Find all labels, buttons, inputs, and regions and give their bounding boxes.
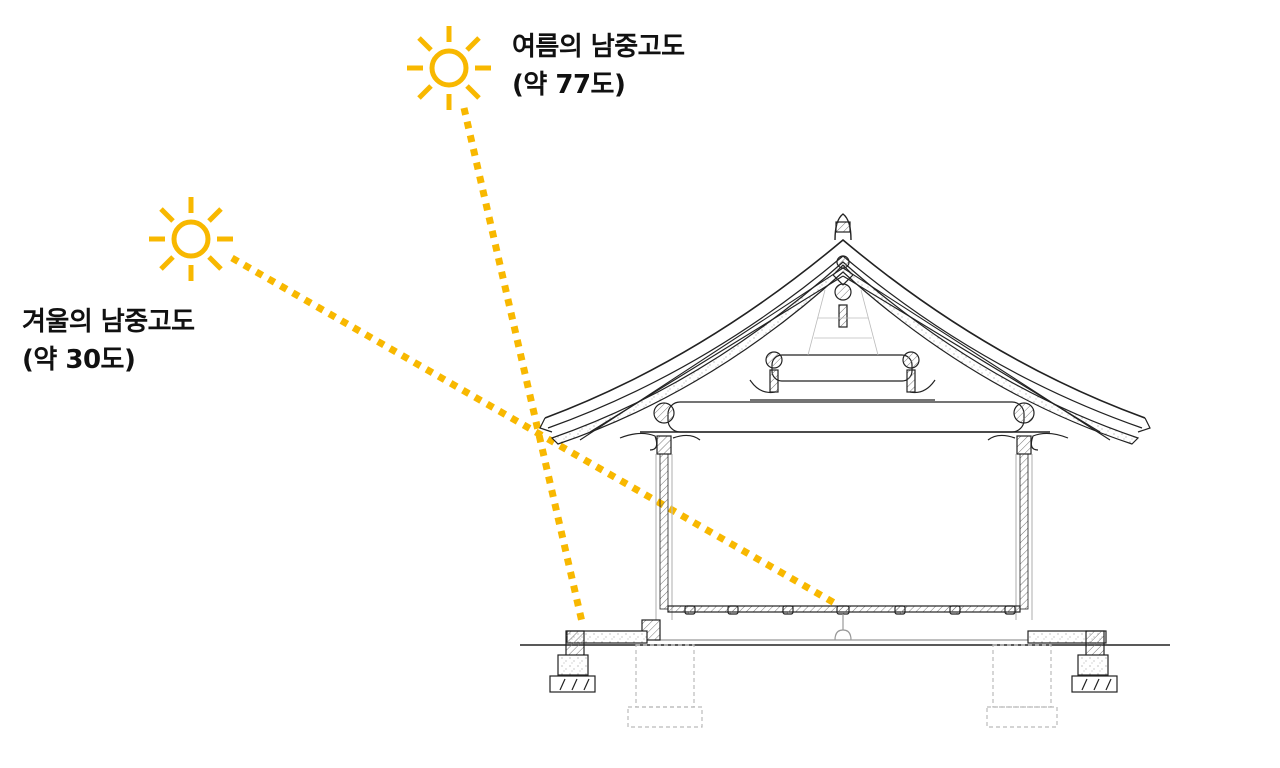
summer-sun-ray [460,107,586,623]
winter-sun-ray [230,254,840,609]
summer-angle: (약 77도) [512,70,626,100]
winter-title: 겨울의 남중고도 [22,307,195,337]
winter-angle: (약 30도) [22,345,136,375]
winter-altitude-label: 겨울의 남중고도 (약 30도) [22,303,195,379]
summer-sun-icon [407,26,491,110]
winter-sun-icon [149,197,233,281]
summer-altitude-label: 여름의 남중고도 (약 77도) [512,28,685,104]
summer-title: 여름의 남중고도 [512,32,685,62]
hanok-cross-section [520,213,1170,728]
